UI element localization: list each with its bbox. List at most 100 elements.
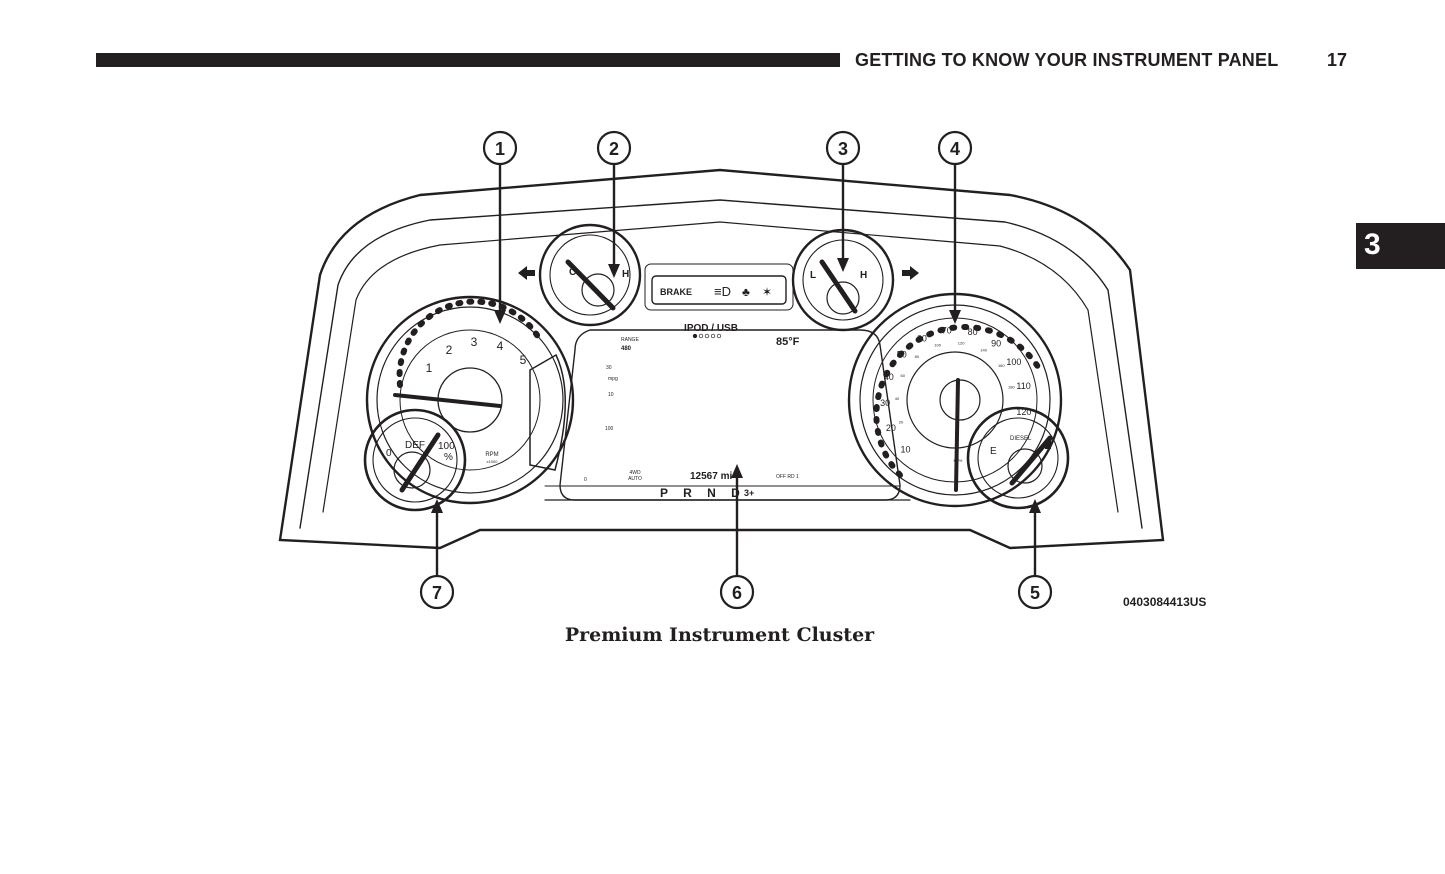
speedo-mph-label: 20 bbox=[886, 423, 896, 433]
speedo-kmh-label: 20 bbox=[899, 419, 904, 424]
media-source-dot bbox=[716, 333, 722, 339]
oil-high-label: H bbox=[860, 270, 867, 281]
media-source-dot bbox=[692, 333, 698, 339]
header-rule bbox=[96, 53, 840, 67]
def-needle bbox=[399, 432, 441, 493]
gear-selector: P R N D bbox=[660, 486, 746, 500]
callout-7 bbox=[419, 574, 455, 610]
media-source-dot bbox=[704, 333, 710, 339]
tach-unit-sub: x1000 bbox=[487, 459, 499, 464]
speedo-kmh-label: 60 bbox=[900, 373, 905, 378]
speedo-kmh-label: 40 bbox=[895, 396, 900, 401]
speedo-kmh-label: 80 bbox=[915, 354, 920, 359]
mpg-high: 30 bbox=[606, 365, 612, 371]
off-road-mode: OFF RD 1 bbox=[776, 474, 799, 480]
speedo-mph-label: 60 bbox=[917, 333, 927, 343]
speedo-mph-label: 50 bbox=[897, 350, 907, 360]
cluster-bezel-mid bbox=[299, 199, 1143, 529]
def-low-label: 0 bbox=[386, 448, 392, 459]
tach-side-panel bbox=[529, 353, 566, 471]
def-unit: % bbox=[444, 452, 453, 463]
fuel-gauge-outer bbox=[966, 406, 1070, 510]
media-source-dot bbox=[710, 333, 716, 339]
callout-6-label: 6 bbox=[732, 583, 742, 603]
tachometer-outer bbox=[365, 295, 575, 505]
cluster-bezel-inner bbox=[322, 221, 1119, 513]
speedo-mph-label: 90 bbox=[991, 338, 1001, 348]
tach-label-4: 4 bbox=[497, 339, 504, 353]
speedo-mph-label: 110 bbox=[1016, 381, 1030, 391]
media-source: IPOD / USB bbox=[684, 323, 738, 334]
speedo-unit: MPH bbox=[954, 458, 963, 463]
odometer: 12567 mi bbox=[690, 471, 732, 482]
bar-low: 0 bbox=[584, 477, 587, 483]
brake-warning-label: BRAKE bbox=[660, 287, 692, 297]
speedo-mph-label: 100 bbox=[1006, 357, 1021, 367]
page-number: 17 bbox=[1327, 50, 1348, 70]
callout-2 bbox=[596, 130, 632, 166]
speedo-mph-label: 10 bbox=[900, 445, 910, 455]
tach-label-5: 5 bbox=[520, 353, 527, 367]
callout-7-label: 7 bbox=[432, 583, 442, 603]
callout-4-label: 4 bbox=[950, 139, 960, 159]
fuel-pump-icon bbox=[1045, 441, 1051, 449]
mpg-unit: mpg bbox=[608, 376, 618, 382]
right-turn-signal-icon bbox=[902, 266, 919, 280]
seatbelt-icon: ♣ bbox=[742, 285, 750, 299]
chapter-tab[interactable]: 3 bbox=[1356, 223, 1445, 269]
speedo-mph-label: 80 bbox=[968, 327, 978, 337]
range-value: 480 bbox=[621, 346, 632, 352]
oil-needle bbox=[819, 259, 858, 314]
callout-1 bbox=[482, 130, 518, 166]
callout-3-label: 3 bbox=[838, 139, 848, 159]
tach-needle bbox=[393, 393, 502, 408]
speedo-mph-label: 40 bbox=[884, 372, 894, 382]
left-turn-signal-icon bbox=[518, 266, 535, 280]
callout-4 bbox=[937, 130, 973, 166]
tach-label-1: 1 bbox=[426, 361, 433, 375]
fuel-low-label: E bbox=[990, 446, 997, 457]
speedo-mph-label: 70 bbox=[942, 326, 952, 336]
speedo-kmh-label: 100 bbox=[934, 343, 941, 348]
media-source-dot bbox=[698, 333, 704, 339]
gear-suffix: 3+ bbox=[744, 488, 754, 498]
callout-5 bbox=[1017, 574, 1053, 610]
speedo-mph-label: 120 bbox=[1016, 407, 1031, 417]
tach-ticks-arc bbox=[396, 298, 543, 388]
tach-unit: RPM bbox=[485, 452, 498, 458]
fuel-type-label: DIESEL bbox=[1010, 436, 1032, 442]
range-label: RANGE bbox=[621, 337, 639, 343]
temp-gauge-outer bbox=[538, 223, 642, 327]
figure-caption-text: Premium Instrument Cluster bbox=[564, 624, 875, 646]
speedo-kmh-label: 180 bbox=[1008, 385, 1015, 390]
temp-high-label: H bbox=[622, 269, 629, 280]
figure-id: 0403084413US bbox=[1123, 595, 1207, 609]
airbag-icon: ✶ bbox=[762, 285, 772, 299]
oil-low-label: L bbox=[810, 270, 816, 281]
chapter-tab-label: 3 bbox=[1364, 228, 1381, 261]
callout-6 bbox=[719, 574, 755, 610]
speedo-kmh-label: 120 bbox=[958, 340, 965, 345]
tach-label-3: 3 bbox=[471, 335, 478, 349]
mpg-low: 10 bbox=[608, 392, 614, 398]
tach-label-2: 2 bbox=[446, 343, 453, 357]
temp-needle bbox=[565, 259, 616, 311]
speedo-ticks-arc bbox=[873, 324, 1043, 478]
figure-caption: Premium Instrument Cluster bbox=[0, 624, 1445, 646]
fuel-needle bbox=[1009, 435, 1053, 486]
drive-mode-line1: 4WD bbox=[629, 470, 641, 476]
def-gauge-outer bbox=[363, 408, 467, 512]
def-high-label: 100 bbox=[438, 441, 455, 452]
speedo-needle bbox=[954, 378, 960, 492]
speedo-kmh-label: 140 bbox=[980, 348, 987, 353]
temp-low-label: C bbox=[569, 267, 576, 278]
speedo-kmh-label: 160 bbox=[998, 363, 1005, 368]
def-label: DEF bbox=[405, 440, 425, 451]
headlamp-icon: ≡D bbox=[714, 284, 731, 299]
callout-1-label: 1 bbox=[495, 139, 505, 159]
outside-temp: 85°F bbox=[776, 336, 800, 348]
callout-5-label: 5 bbox=[1030, 583, 1040, 603]
section-title: GETTING TO KNOW YOUR INSTRUMENT PANEL bbox=[855, 50, 1279, 70]
drive-mode-line2: AUTO bbox=[628, 476, 642, 482]
